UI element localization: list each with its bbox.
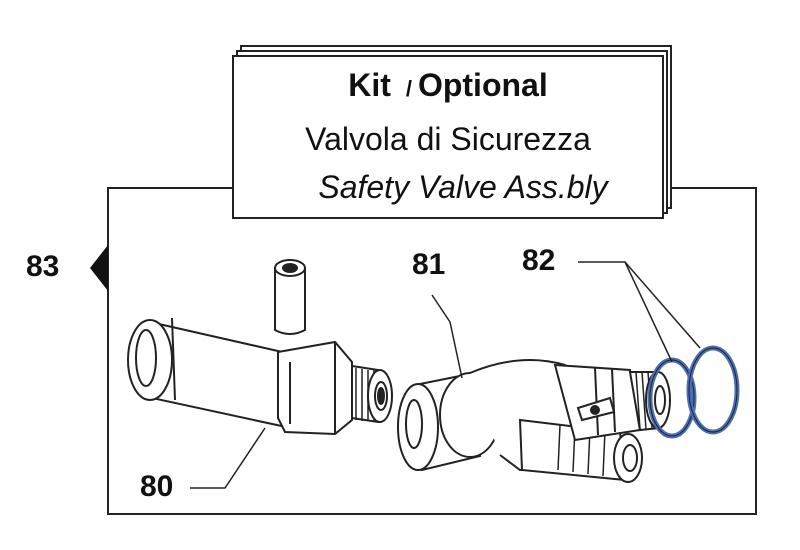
callout-83: 83 bbox=[26, 250, 60, 283]
italian-title: Valvola di Sicurezza bbox=[305, 121, 591, 157]
callout-83-pointer bbox=[90, 245, 108, 291]
leader-82-b bbox=[624, 261, 701, 349]
title-card: Kit /Optional Valvola di Sicurezza Safet… bbox=[232, 55, 664, 219]
kit-title: Kit /Optional bbox=[234, 67, 662, 104]
kit-label: Kit bbox=[348, 67, 391, 103]
leader-81 bbox=[431, 294, 463, 379]
english-title: Safety Valve Ass.bly bbox=[318, 169, 608, 205]
callout-81: 81 bbox=[412, 248, 446, 281]
part-82-o-rings bbox=[647, 345, 740, 439]
leader-80 bbox=[190, 427, 266, 489]
callout-82: 82 bbox=[522, 244, 556, 277]
callout-80: 80 bbox=[140, 470, 174, 503]
leader-lines bbox=[190, 261, 701, 489]
optional-label: Optional bbox=[417, 67, 548, 103]
kit-separator: / bbox=[405, 76, 412, 101]
part-80-valve-body bbox=[127, 259, 393, 436]
